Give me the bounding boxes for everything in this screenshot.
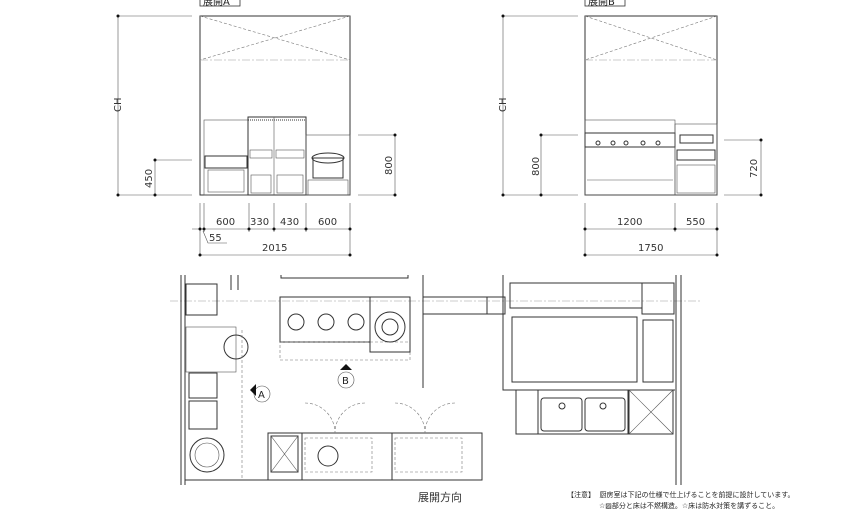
equipment-fryer-a [247,116,307,196]
plan-range [185,326,237,373]
dim-a-ch: CH [113,97,124,112]
equipment-burner-b [674,123,718,196]
dim-b-1200: 1200 [617,217,642,228]
dim-a-450: 450 [144,169,155,188]
note-line-1: 【注意】 厨房室は下記の仕様で仕上げることを前提に設計しています。 [567,490,795,500]
elevation-marker-b[interactable]: B [337,364,355,389]
marker-b-label: B [342,376,349,387]
dim-a-600-left: 600 [216,217,235,228]
elevation-b-title-box [584,0,626,7]
plan-right-room [502,275,682,485]
elevation-b: 展開B CH 800 720 1200 550 [498,0,763,257]
plan-fryer-2 [188,400,218,430]
dim-b-800: 800 [531,157,542,176]
equipment-griddle-b [584,119,676,196]
dim-a-55: 55 [209,233,222,244]
note-text-2: ☆▨部分と床は不燃構造。☆床は防水対策を講ずること。 [599,502,780,510]
elevation-b-title: 展開B [588,0,615,8]
plan-column-left [185,283,218,316]
plan-sink [537,389,629,435]
hood-b [584,15,718,61]
hood-a [199,15,351,61]
dim-a-2015: 2015 [262,243,287,254]
floor-plan: A B [170,275,700,485]
plan-stock-pot [189,437,225,473]
elevation-a: 展開A CH 450 [113,0,397,257]
wall-frame-b [584,15,718,196]
dim-a-800: 800 [384,156,395,175]
direction-label: 展開方向 [418,491,462,504]
plan-rice-cooker [223,334,249,360]
dim-a-600-right: 600 [318,217,337,228]
dim-b-720: 720 [749,159,760,178]
elevation-a-title-box [199,0,241,7]
equipment-rice-cooker-a [305,134,351,196]
note-heading: 【注意】 [567,491,595,499]
plan-burner-unit [369,296,411,353]
dim-b-ch: CH [498,97,509,112]
dim-a-430: 430 [280,217,299,228]
dim-b-550: 550 [686,217,705,228]
dim-a-330: 330 [250,217,269,228]
elevation-a-title: 展開A [203,0,230,8]
plan-griddle [279,296,411,361]
plan-counter-row [267,402,483,481]
marker-a-label: A [258,390,265,401]
elevation-marker-a[interactable]: A [250,384,271,403]
dim-b-1750: 1750 [638,243,663,254]
equipment-range-a [203,119,249,196]
note-text-1: 厨房室は下記の仕様で仕上げることを前提に設計しています。 [599,491,795,499]
plan-fryer-1 [188,372,218,399]
